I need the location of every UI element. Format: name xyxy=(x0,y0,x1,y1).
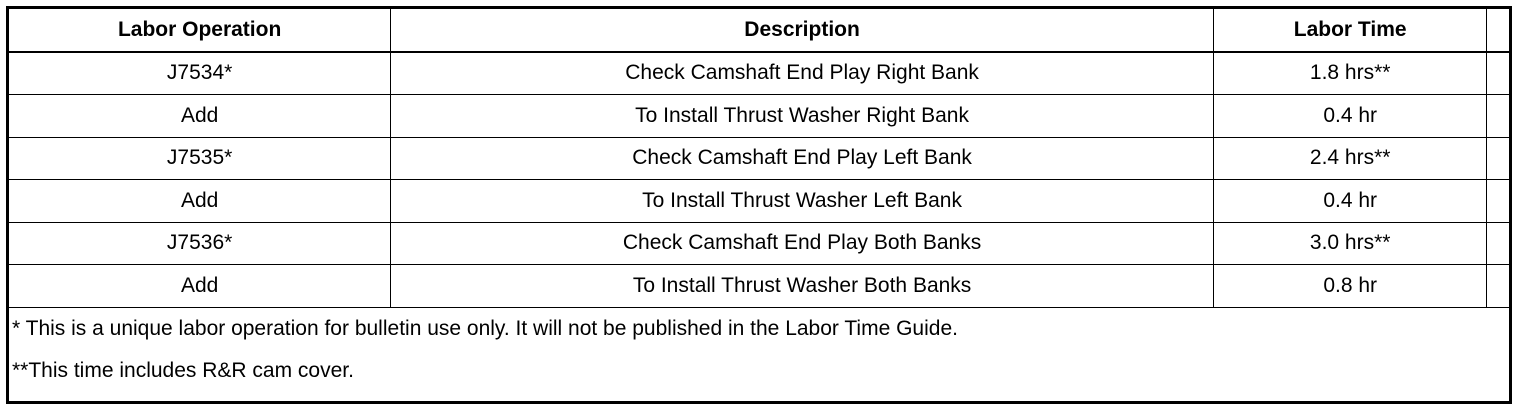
cell-operation: J7536* xyxy=(9,221,392,265)
cell-time: 3.0 hrs** xyxy=(1212,221,1488,265)
cell-blank xyxy=(1486,179,1509,223)
cell-operation: Add xyxy=(9,94,392,138)
header-labor-operation: Labor Operation xyxy=(9,9,392,53)
cell-time: 1.8 hrs** xyxy=(1212,51,1488,95)
cell-description: To Install Thrust Washer Left Bank xyxy=(390,179,1214,223)
cell-description: To Install Thrust Washer Both Banks xyxy=(390,264,1214,308)
footnote-cam-cover: **This time includes R&R cam cover. xyxy=(12,358,354,382)
cell-description: Check Camshaft End Play Left Bank xyxy=(390,136,1214,180)
header-blank-cell xyxy=(1486,9,1509,53)
table-row: J7536* Check Camshaft End Play Both Bank… xyxy=(9,221,1509,265)
cell-blank xyxy=(1486,94,1509,138)
table-row: Add To Install Thrust Washer Both Banks … xyxy=(9,264,1509,308)
cell-operation: J7534* xyxy=(9,51,392,95)
cell-description: Check Camshaft End Play Both Banks xyxy=(390,221,1214,265)
header-description: Description xyxy=(390,9,1214,53)
cell-operation: Add xyxy=(9,179,392,223)
cell-description: Check Camshaft End Play Right Bank xyxy=(390,51,1214,95)
cell-operation: Add xyxy=(9,264,392,308)
table-row: Add To Install Thrust Washer Right Bank … xyxy=(9,94,1509,138)
footnote-row: **This time includes R&R cam cover. xyxy=(9,350,1509,392)
cell-operation: J7535* xyxy=(9,136,392,180)
cell-time: 0.4 hr xyxy=(1212,94,1488,138)
cell-blank xyxy=(1486,51,1509,95)
labor-time-table-frame: Labor Operation Description Labor Time J… xyxy=(6,6,1512,404)
footnote-unique-operation: * This is a unique labor operation for b… xyxy=(9,306,1509,350)
cell-time: 0.4 hr xyxy=(1212,179,1488,223)
table-row: Add To Install Thrust Washer Left Bank 0… xyxy=(9,179,1509,223)
cell-blank xyxy=(1486,264,1509,308)
table-row: J7535* Check Camshaft End Play Left Bank… xyxy=(9,136,1509,180)
footnote-row: * This is a unique labor operation for b… xyxy=(9,306,1509,350)
labor-time-table: Labor Operation Description Labor Time J… xyxy=(9,9,1509,392)
header-labor-time: Labor Time xyxy=(1212,9,1488,53)
cell-blank xyxy=(1486,136,1509,180)
table-row: J7534* Check Camshaft End Play Right Ban… xyxy=(9,51,1509,95)
cell-time: 0.8 hr xyxy=(1212,264,1488,308)
cell-blank xyxy=(1486,221,1509,265)
table-header-row: Labor Operation Description Labor Time xyxy=(9,9,1509,53)
cell-time: 2.4 hrs** xyxy=(1212,136,1488,180)
cell-description: To Install Thrust Washer Right Bank xyxy=(390,94,1214,138)
